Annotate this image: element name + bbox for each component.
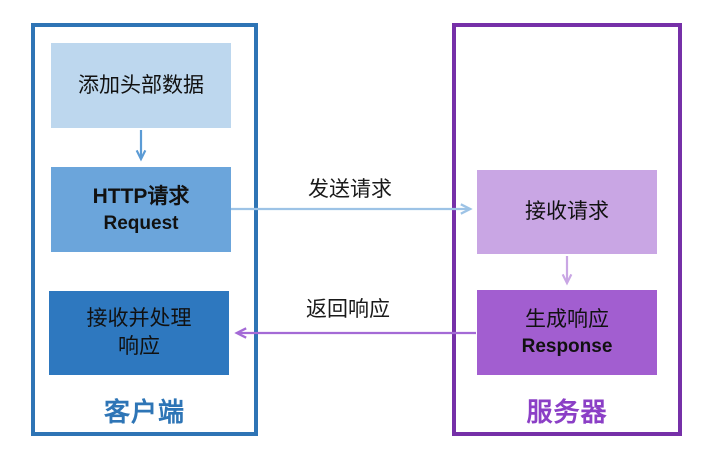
node-receive-request-text: 接收请求 bbox=[525, 200, 609, 224]
node-receive-process-line1: 接收并处理 bbox=[86, 307, 192, 331]
client-title: 客户端 bbox=[103, 397, 185, 427]
return-response-arrow-label: 返回响应 bbox=[306, 298, 390, 321]
node-generate-response: 生成响应 Response bbox=[477, 290, 657, 375]
node-generate-response-text-en: Response bbox=[521, 335, 613, 357]
node-receive-request: 接收请求 bbox=[477, 170, 657, 254]
send-request-arrow-label: 发送请求 bbox=[308, 178, 392, 201]
server-title: 服务器 bbox=[526, 397, 608, 427]
node-http-request-text-en: Request bbox=[103, 212, 179, 234]
node-http-request: HTTP请求 Request bbox=[51, 167, 231, 252]
node-receive-process-line2: 响应 bbox=[118, 335, 160, 358]
node-receive-process-response: 接收并处理 响应 bbox=[49, 291, 229, 375]
node-generate-response-text-cn: 生成响应 bbox=[525, 308, 609, 332]
node-http-request-text-cn: HTTP请求 bbox=[92, 185, 190, 209]
node-add-header-data: 添加头部数据 bbox=[51, 43, 231, 128]
node-add-header-text: 添加头部数据 bbox=[78, 73, 204, 97]
